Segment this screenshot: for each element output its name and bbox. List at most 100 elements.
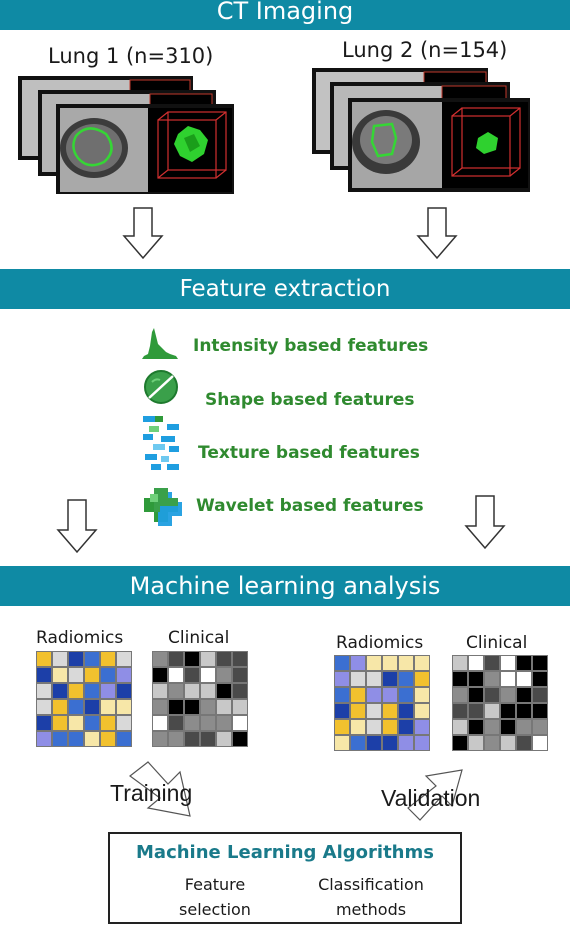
matrix-cell bbox=[452, 735, 468, 751]
matrix-cell bbox=[398, 671, 414, 687]
matrix-cell bbox=[100, 651, 116, 667]
matrix-cell bbox=[216, 699, 232, 715]
matrix-cell bbox=[84, 667, 100, 683]
matrix-cell bbox=[200, 715, 216, 731]
matrix-cell bbox=[84, 683, 100, 699]
matrix-cell bbox=[414, 735, 430, 751]
lung1-title: Lung 1 (n=310) bbox=[48, 44, 213, 68]
matrix-cell bbox=[152, 683, 168, 699]
matrix-cell bbox=[468, 671, 484, 687]
matrix-cell bbox=[350, 687, 366, 703]
radiomics-right-label: Radiomics bbox=[336, 633, 423, 653]
matrix-cell bbox=[200, 731, 216, 747]
matrix-cell bbox=[184, 715, 200, 731]
matrix-cell bbox=[152, 715, 168, 731]
lung2-title: Lung 2 (n=154) bbox=[342, 38, 507, 62]
matrix-cell bbox=[200, 683, 216, 699]
feature-shape-label: Shape based features bbox=[205, 390, 414, 410]
matrix-cell bbox=[500, 671, 516, 687]
matrix-cell bbox=[52, 715, 68, 731]
matrix-cell bbox=[382, 703, 398, 719]
matrix-cell bbox=[152, 667, 168, 683]
matrix-cell bbox=[382, 735, 398, 751]
matrix-cell bbox=[116, 667, 132, 683]
matrix-cell bbox=[532, 719, 548, 735]
matrix-cell bbox=[100, 699, 116, 715]
matrix-cell bbox=[468, 719, 484, 735]
matrix-cell bbox=[516, 703, 532, 719]
matrix-cell bbox=[398, 703, 414, 719]
matrix-cell bbox=[532, 703, 548, 719]
radiomics-left-label: Radiomics bbox=[36, 628, 123, 648]
clinical-matrix-left bbox=[152, 651, 248, 747]
matrix-cell bbox=[36, 667, 52, 683]
matrix-cell bbox=[366, 687, 382, 703]
matrix-cell bbox=[532, 687, 548, 703]
matrix-cell bbox=[52, 731, 68, 747]
matrix-cell bbox=[516, 735, 532, 751]
matrix-cell bbox=[36, 683, 52, 699]
matrix-cell bbox=[484, 719, 500, 735]
matrix-cell bbox=[334, 703, 350, 719]
matrix-cell bbox=[382, 719, 398, 735]
matrix-cell bbox=[382, 655, 398, 671]
matrix-cell bbox=[116, 731, 132, 747]
matrix-cell bbox=[232, 667, 248, 683]
ml-analysis-title: Machine learning analysis bbox=[130, 572, 441, 600]
matrix-cell bbox=[116, 699, 132, 715]
matrix-cell bbox=[532, 655, 548, 671]
matrix-cell bbox=[500, 719, 516, 735]
matrix-cell bbox=[334, 719, 350, 735]
matrix-cell bbox=[36, 699, 52, 715]
matrix-cell bbox=[84, 715, 100, 731]
ct-imaging-banner: CT Imaging bbox=[0, 0, 570, 30]
matrix-cell bbox=[184, 699, 200, 715]
matrix-cell bbox=[168, 651, 184, 667]
down-arrow-icon bbox=[464, 494, 506, 550]
matrix-cell bbox=[232, 683, 248, 699]
matrix-cell bbox=[350, 703, 366, 719]
matrix-cell bbox=[452, 719, 468, 735]
matrix-cell bbox=[216, 667, 232, 683]
lung2-ct-image-stack bbox=[312, 68, 534, 194]
matrix-cell bbox=[334, 655, 350, 671]
matrix-cell bbox=[52, 699, 68, 715]
matrix-cell bbox=[452, 687, 468, 703]
matrix-cell bbox=[152, 651, 168, 667]
matrix-cell bbox=[334, 735, 350, 751]
clinical-matrix-right bbox=[452, 655, 548, 751]
feature-extraction-title: Feature extraction bbox=[180, 276, 391, 302]
matrix-cell bbox=[168, 667, 184, 683]
matrix-cell bbox=[516, 719, 532, 735]
feature-intensity-label: Intensity based features bbox=[193, 336, 428, 356]
matrix-cell bbox=[484, 735, 500, 751]
matrix-cell bbox=[414, 719, 430, 735]
ml-analysis-banner: Machine learning analysis bbox=[0, 566, 570, 606]
matrix-cell bbox=[532, 671, 548, 687]
matrix-cell bbox=[366, 671, 382, 687]
matrix-cell bbox=[184, 731, 200, 747]
matrix-cell bbox=[414, 703, 430, 719]
matrix-cell bbox=[350, 735, 366, 751]
matrix-cell bbox=[334, 671, 350, 687]
matrix-cell bbox=[100, 683, 116, 699]
matrix-cell bbox=[232, 699, 248, 715]
matrix-cell bbox=[334, 687, 350, 703]
matrix-cell bbox=[36, 715, 52, 731]
matrix-cell bbox=[184, 667, 200, 683]
matrix-cell bbox=[468, 655, 484, 671]
matrix-cell bbox=[168, 683, 184, 699]
matrix-cell bbox=[216, 683, 232, 699]
matrix-cell bbox=[116, 715, 132, 731]
matrix-cell bbox=[516, 687, 532, 703]
classification-methods-text: Classification methods bbox=[298, 872, 444, 922]
matrix-cell bbox=[516, 671, 532, 687]
matrix-cell bbox=[452, 703, 468, 719]
matrix-cell bbox=[398, 687, 414, 703]
matrix-cell bbox=[484, 671, 500, 687]
texture-pattern-icon bbox=[141, 414, 183, 472]
matrix-cell bbox=[52, 667, 68, 683]
matrix-cell bbox=[350, 655, 366, 671]
clinical-right-label: Clinical bbox=[466, 633, 527, 653]
matrix-cell bbox=[382, 687, 398, 703]
